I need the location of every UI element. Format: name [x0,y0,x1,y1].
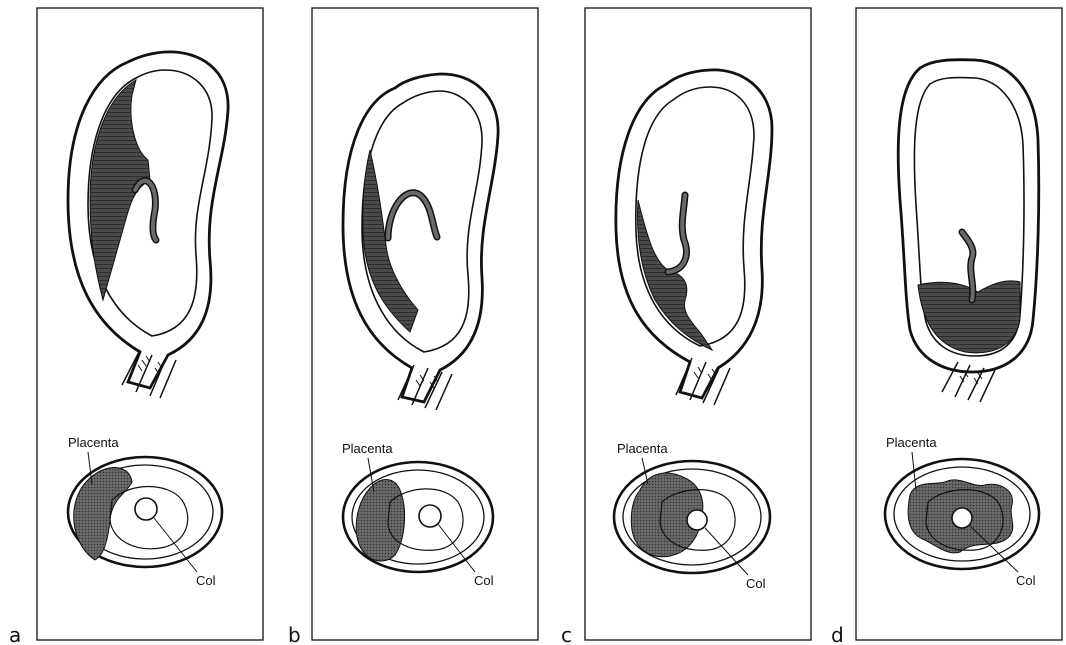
placenta-region [90,80,150,300]
placenta-label: Placenta [68,435,119,450]
uterus-sagittal-view [898,60,1039,402]
placenta-region [356,480,404,561]
cervix-section-view: Placenta Col [614,441,770,591]
cervical-os [135,498,157,520]
placenta-region [638,200,712,350]
panel-b: b Placenta Col [288,8,538,645]
panel-a: a Placenta Col [9,8,263,645]
cervical-os [419,505,441,527]
panel-frame [585,8,811,640]
panel-d: d Placenta Col [831,8,1062,645]
placenta-label: Placenta [617,441,668,456]
cervical-os [952,508,972,528]
panel-letter: b [288,623,301,645]
panel-letter: a [9,623,21,645]
panel-letter: c [561,623,572,645]
panel-letter: d [831,623,844,645]
placenta-label: Placenta [886,435,937,450]
uterus-sagittal-view [68,52,228,398]
cervical-os [687,510,707,530]
col-label: Col [474,573,494,588]
uterus-sagittal-view [343,74,498,410]
panel-frame [312,8,538,640]
panel-c: c Placenta Col [561,8,811,645]
cervix-section-view: Placenta Col [342,441,494,588]
cervix-section-view: Placenta Col [68,435,222,588]
cervix-section-view: Placenta Col [885,435,1039,588]
placenta-region [918,281,1020,353]
placenta-label: Placenta [342,441,393,456]
col-label: Col [1016,573,1036,588]
uterus-sagittal-view [616,70,772,405]
col-label: Col [746,576,766,591]
col-label: Col [196,573,216,588]
placenta-region [363,150,418,332]
